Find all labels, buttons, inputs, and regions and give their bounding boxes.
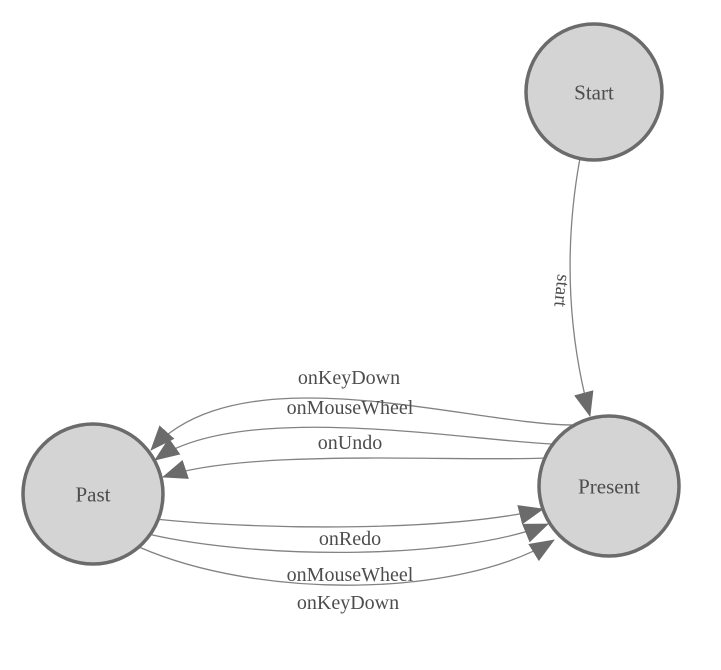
- state-label-start: Start: [574, 80, 614, 104]
- edge-label-onkeydown-bottom: onKeyDown: [297, 592, 399, 614]
- edge-label-onmousewheel-top: onMouseWheel: [287, 397, 414, 419]
- edge-label-onundo: onUndo: [318, 432, 382, 454]
- edge-present-to-past-onmousewheel[interactable]: [154, 426, 554, 461]
- state-node-start[interactable]: Start: [524, 22, 664, 162]
- edge-present-to-past-onkeydown[interactable]: [150, 397, 575, 451]
- edge-label-onredo: onRedo: [319, 528, 381, 550]
- edge-past-to-present-onkeydown[interactable]: [138, 539, 555, 586]
- state-circle-past[interactable]: [21, 422, 165, 566]
- edge-start-to-present[interactable]: [569, 157, 594, 417]
- state-label-present: Present: [578, 474, 640, 498]
- edge-past-to-present-onredo[interactable]: [154, 505, 544, 528]
- edge-present-to-past-onundo[interactable]: [162, 457, 548, 479]
- edge-label-onmousewheel-bottom: onMouseWheel: [287, 564, 414, 586]
- edge-label-start: start: [549, 273, 573, 308]
- edge-label-onkeydown-top: onKeyDown: [298, 367, 400, 389]
- state-circle-present[interactable]: [537, 414, 681, 558]
- edges-layer: [138, 157, 594, 586]
- edge-labels-layer: start onKeyDown onMouseWheel onUndo onRe…: [287, 273, 574, 614]
- state-node-present[interactable]: Present: [537, 414, 681, 558]
- state-node-past[interactable]: Past: [21, 422, 165, 566]
- state-circle-start[interactable]: [524, 22, 664, 162]
- state-label-past: Past: [75, 482, 110, 506]
- edge-past-to-present-onmousewheel[interactable]: [147, 523, 549, 554]
